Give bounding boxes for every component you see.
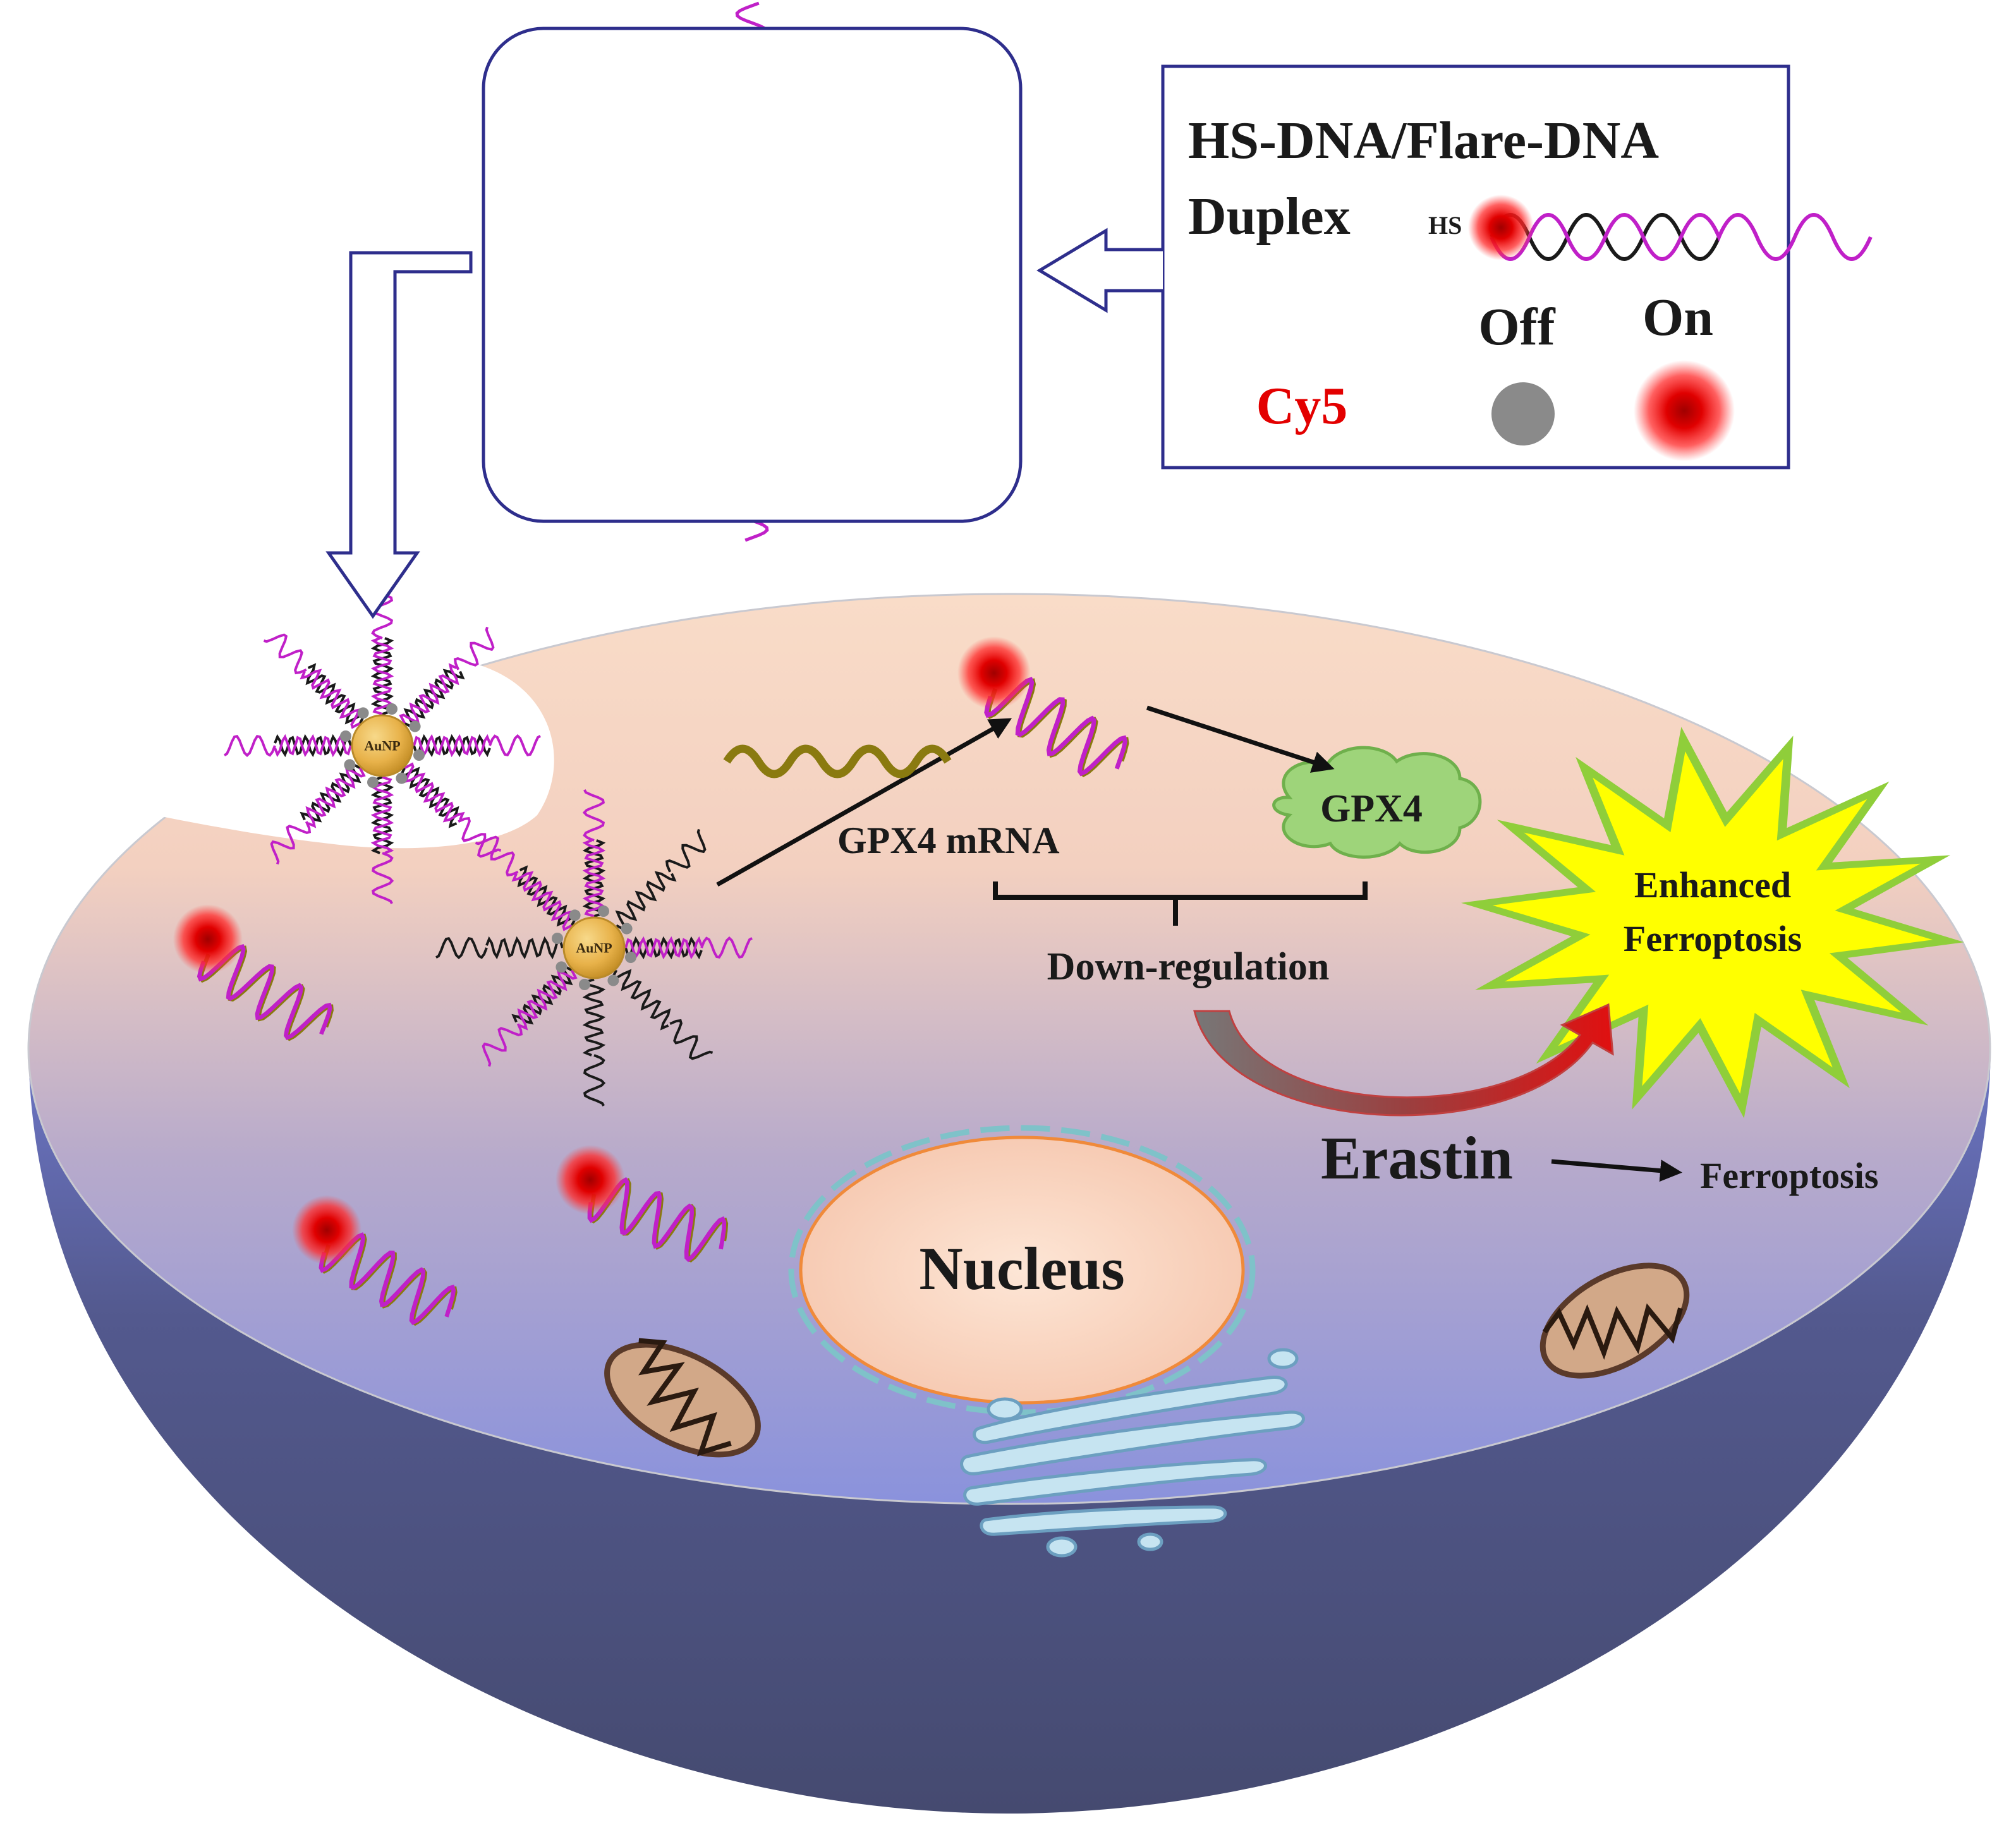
dna-arm bbox=[607, 969, 713, 1060]
legend-on-label: On bbox=[1643, 288, 1713, 347]
cy5-off-dot bbox=[386, 703, 398, 715]
cy5-off-dot bbox=[409, 720, 421, 732]
legend-off-label: Off bbox=[1478, 298, 1555, 356]
cy5-off-dot bbox=[367, 777, 379, 788]
cy5-off-dot bbox=[357, 707, 369, 719]
released-flare-duplex bbox=[555, 1144, 729, 1263]
aunp-probe: AuNP bbox=[435, 789, 753, 1106]
aunp-label: AuNP bbox=[364, 738, 400, 754]
dna-arm bbox=[482, 961, 578, 1067]
cy5-off-dot bbox=[621, 923, 633, 935]
erastin-label: Erastin bbox=[1321, 1124, 1513, 1192]
dna-arm bbox=[435, 933, 564, 960]
gpx4-protein: GPX4 bbox=[1272, 746, 1482, 859]
dna-arm bbox=[579, 978, 606, 1106]
legend-off-dot bbox=[1491, 382, 1555, 445]
gpx4-mrna-strand bbox=[723, 744, 952, 778]
dna-arm bbox=[270, 759, 366, 865]
cy5-on-dot bbox=[957, 636, 1031, 710]
dna-arm bbox=[582, 789, 609, 918]
legend-hs-prefix: HS bbox=[1428, 211, 1462, 239]
golgi-icon bbox=[960, 1348, 1305, 1558]
hybridization-arrow bbox=[716, 718, 1012, 887]
gpx4-mrna-label: GPX4 mRNA bbox=[837, 820, 1060, 861]
gold-nanoparticle bbox=[351, 714, 414, 777]
legend-cy5-on-dot-small bbox=[1468, 195, 1534, 260]
dna-arm bbox=[624, 936, 753, 963]
legend-box: HS-DNA/Flare-DNA Duplex HS Off On Cy5 bbox=[1161, 64, 1873, 469]
dna-arm bbox=[224, 730, 352, 758]
ferroptosis-outcome-label: Ferroptosis bbox=[1700, 1155, 1878, 1196]
ferroptosis-burst-label: Ferroptosis bbox=[1624, 918, 1802, 959]
dna-arm bbox=[615, 828, 707, 935]
cy5-on-dot bbox=[555, 1144, 626, 1215]
legend-to-panel-arrow bbox=[1036, 227, 1163, 313]
down-regulation-bracket bbox=[993, 881, 1368, 926]
legend-title-line2: Duplex bbox=[1188, 187, 1351, 246]
gpx4-label: GPX4 bbox=[1320, 787, 1423, 830]
enhanced-label: Enhanced bbox=[1634, 864, 1791, 905]
legend-on-dot bbox=[1634, 360, 1735, 461]
panel-to-cell-arrow bbox=[325, 251, 473, 619]
cy5-off-dot bbox=[413, 749, 425, 761]
released-flare-duplex bbox=[957, 636, 1129, 777]
cy5-off-dot bbox=[556, 961, 568, 973]
cy5-on-dot bbox=[292, 1195, 362, 1265]
cy5-off-dot bbox=[344, 759, 356, 771]
cy5-off-dot bbox=[340, 730, 351, 742]
cy5-on-dot bbox=[173, 904, 243, 974]
dna-arm bbox=[367, 776, 394, 904]
aunp-label: AuNP bbox=[576, 940, 612, 956]
aunp-probe-panel bbox=[482, 27, 1023, 523]
cy5-off-dot bbox=[552, 933, 563, 944]
cy5-off-dot bbox=[396, 772, 408, 784]
cy5-off-dot bbox=[569, 909, 581, 921]
dna-arm bbox=[475, 835, 581, 931]
translation-block-arrow bbox=[1146, 705, 1335, 773]
mitochondrion-icon bbox=[1539, 1263, 1690, 1379]
cy5-off-dot bbox=[598, 905, 609, 917]
dna-arm bbox=[396, 762, 502, 858]
gold-nanoparticle bbox=[562, 916, 626, 979]
legend-cy5-label: Cy5 bbox=[1256, 377, 1348, 435]
cy5-off-dot bbox=[607, 974, 619, 986]
legend-duplex-magenta-strand bbox=[1490, 213, 1873, 261]
nucleus-label: Nucleus bbox=[919, 1235, 1124, 1302]
released-flare-duplex bbox=[292, 1195, 458, 1326]
synergy-arc-arrow bbox=[1193, 1003, 1614, 1117]
cy5-off-dot bbox=[625, 952, 636, 963]
legend-title-line1: HS-DNA/Flare-DNA bbox=[1188, 111, 1659, 170]
mitochondrion-icon bbox=[604, 1338, 761, 1458]
down-regulation-label: Down-regulation bbox=[1047, 945, 1330, 988]
dna-arm bbox=[399, 626, 495, 732]
cy5-off-dot bbox=[579, 979, 590, 990]
erastin-arrow bbox=[1551, 1159, 1682, 1182]
released-flare-duplex bbox=[173, 904, 334, 1041]
dna-arm bbox=[263, 633, 369, 729]
dna-arm bbox=[413, 734, 541, 761]
